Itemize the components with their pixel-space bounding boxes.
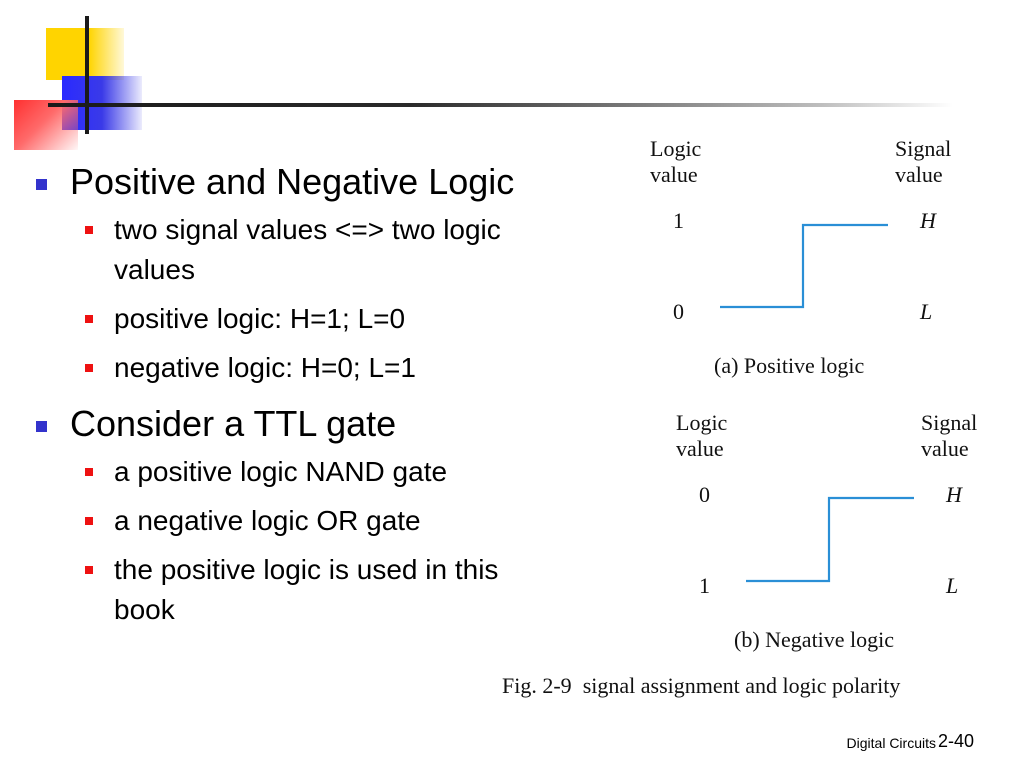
logic-polarity-figure: Logic value Signal value 1 0 H L (a) Pos…: [490, 120, 1010, 710]
header-line: value: [676, 436, 724, 461]
panel-b-signal-header: Signal value: [921, 410, 977, 462]
bullet-level2: two signal values <=> two logic values: [75, 210, 524, 290]
bullet-level1: Positive and Negative Logic: [30, 160, 550, 204]
panel-b-bottom-signal-value: L: [946, 573, 959, 598]
figure-caption-label: Fig. 2-9: [502, 673, 572, 698]
panel-b-top-logic-value: 0: [699, 482, 710, 507]
square-bullet-icon: [36, 179, 47, 190]
header-line: value: [895, 162, 943, 187]
panel-a-bottom-logic-value: 0: [673, 299, 684, 324]
title-rule: [48, 103, 953, 107]
figure-caption: Fig. 2-9 signal assignment and logic pol…: [502, 673, 900, 699]
panel-a-top-signal-value: H: [920, 208, 936, 233]
panel-a-bottom-signal-value: L: [920, 299, 933, 324]
panel-a-logic-header: Logic value: [650, 136, 701, 188]
positive-logic-step-line: [720, 223, 888, 309]
square-bullet-icon: [85, 315, 93, 323]
header-line: Logic: [650, 136, 702, 161]
panel-b-bottom-logic-value: 1: [699, 573, 710, 598]
bullet-text: two signal values <=> two logic values: [114, 214, 501, 285]
square-bullet-icon: [36, 421, 47, 432]
page-number: 2-40: [938, 731, 975, 751]
square-bullet-icon: [85, 468, 93, 476]
negative-logic-step-line: [746, 496, 914, 583]
bullet-text: Consider a TTL gate: [70, 403, 397, 444]
bullet-text: Positive and Negative Logic: [70, 161, 515, 202]
header-line: value: [921, 436, 969, 461]
bullet-level2: a negative logic OR gate: [75, 501, 524, 541]
bullet-level1: Consider a TTL gate: [30, 402, 550, 446]
bullet-text: positive logic: H=1; L=0: [114, 303, 406, 334]
logo-red-square: [14, 100, 78, 150]
header-line: value: [650, 162, 698, 187]
signal-step-lines: [720, 223, 914, 583]
footer-label: Digital Circuits: [846, 735, 936, 751]
square-bullet-icon: [85, 364, 93, 372]
bullet-text: negative logic: H=0; L=1: [114, 352, 416, 383]
bullet-text: a negative logic OR gate: [114, 505, 421, 536]
bullet-text: a positive logic NAND gate: [114, 456, 448, 487]
square-bullet-icon: [85, 226, 93, 234]
square-bullet-icon: [85, 566, 93, 574]
bullet-level2: the positive logic is used in this book: [75, 550, 524, 630]
panel-a-top-logic-value: 1: [673, 208, 684, 233]
square-bullet-icon: [85, 517, 93, 525]
header-line: Logic: [676, 410, 728, 435]
panel-b-logic-header: Logic value: [676, 410, 727, 462]
figure-caption-text: signal assignment and logic polarity: [582, 673, 901, 698]
panel-b-top-signal-value: H: [946, 482, 962, 507]
bullet-level2: a positive logic NAND gate: [75, 452, 524, 492]
bullet-level2: positive logic: H=1; L=0: [75, 299, 524, 339]
panel-a-signal-header: Signal value: [895, 136, 951, 188]
header-line: Signal: [921, 410, 978, 435]
bullet-list: Positive and Negative Logic two signal v…: [30, 160, 550, 639]
header-line: Signal: [895, 136, 952, 161]
bullet-level2: negative logic: H=0; L=1: [75, 348, 524, 388]
panel-a-caption: (a) Positive logic: [714, 353, 865, 378]
panel-b-caption: (b) Negative logic: [734, 627, 895, 652]
bullet-text: the positive logic is used in this book: [114, 554, 499, 625]
logo-vertical-rule: [85, 16, 89, 134]
